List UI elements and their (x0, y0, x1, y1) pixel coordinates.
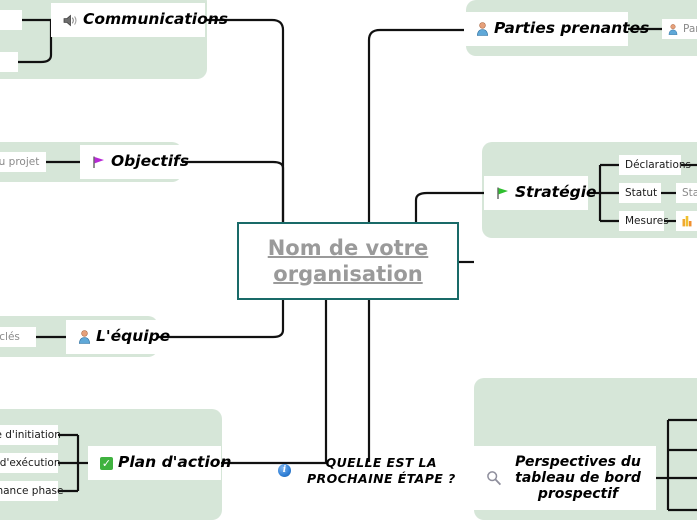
leaf-parties-prenantes-child-label: Par (683, 22, 697, 35)
leaf-communications-child-1[interactable] (0, 10, 22, 30)
node-perspectives[interactable]: Perspectives du tableau de bord prospect… (474, 446, 656, 510)
leaf-strategie-statut-child[interactable]: Sta (676, 183, 697, 203)
node-strategie[interactable]: Stratégie (484, 176, 597, 210)
magnifier-icon (486, 470, 502, 486)
node-equipe-label: L'équipe (96, 327, 171, 346)
leaf-plan-action-child-1-label: se d'initiation (0, 428, 61, 441)
speaker-icon (63, 14, 78, 27)
central-node-text: Nom de votre organisation (268, 235, 429, 288)
node-prochaine-etape-line-1: QUELLE EST LA (325, 455, 437, 470)
bar-chart-icon (682, 215, 692, 227)
node-prochaine-etape-line-2: PROCHAINE ÉTAPE ? (307, 470, 456, 486)
node-communications[interactable]: Communications (51, 3, 228, 37)
leaf-plan-action-child-2[interactable]: e d'exécution (0, 453, 61, 473)
central-line-2: organisation (273, 262, 423, 286)
leaf-objectifs-child-label: du projet (0, 155, 40, 168)
node-objectifs-label: Objectifs (111, 152, 189, 171)
leaf-parties-prenantes-child[interactable]: Par (662, 19, 697, 39)
leaf-plan-action-child-3-label: enance phase (0, 484, 64, 497)
leaf-strategie-declarations-label: Déclarations (625, 158, 692, 171)
node-plan-action-label: Plan d'action (118, 453, 232, 472)
person-icon (476, 22, 489, 36)
leaf-strategie-mesures-child[interactable] (676, 211, 697, 231)
node-perspectives-line-3: prospectif (537, 486, 619, 503)
leaf-strategie-declarations[interactable]: Déclarations (619, 155, 691, 175)
leaf-plan-action-child-1[interactable]: se d'initiation (0, 425, 61, 445)
node-perspectives-line-2: tableau de bord (515, 469, 641, 486)
person-icon (668, 23, 678, 35)
info-icon: i (278, 464, 291, 478)
node-communications-label: Communications (83, 10, 228, 29)
leaf-equipe-child[interactable]: es clés (0, 327, 36, 347)
leaf-equipe-child-label: es clés (0, 330, 20, 343)
leaf-plan-action-child-2-label: e d'exécution (0, 456, 61, 469)
node-prochaine-etape[interactable]: i QUELLE EST LA PROCHAINE ÉTAPE ? (278, 455, 456, 486)
leaf-strategie-statut-child-label: Sta (682, 186, 697, 199)
leaf-communications-child-2[interactable] (0, 52, 18, 72)
node-perspectives-label: Perspectives du tableau de bord prospect… (512, 454, 644, 502)
leaf-strategie-statut-label: Statut (625, 186, 658, 199)
flag-icon (92, 155, 106, 169)
leaf-objectifs-child[interactable]: du projet (0, 152, 46, 172)
node-objectifs[interactable]: Objectifs (80, 145, 189, 179)
node-strategie-label: Stratégie (515, 183, 597, 202)
node-parties-prenantes[interactable]: Parties prenantes (464, 12, 649, 46)
node-parties-prenantes-label: Parties prenantes (494, 19, 650, 38)
leaf-strategie-statut[interactable]: Statut (619, 183, 661, 203)
node-perspectives-line-1: Perspectives du (515, 453, 641, 470)
node-prochaine-etape-label: QUELLE EST LA PROCHAINE ÉTAPE ? (307, 455, 456, 486)
flag-icon (496, 186, 510, 200)
leaf-strategie-mesures[interactable]: Mesures (619, 211, 669, 231)
central-line-1: Nom de votre (267, 235, 429, 260)
person-icon (78, 330, 91, 344)
leaf-strategie-mesures-label: Mesures (625, 214, 669, 227)
check-icon: ✓ (100, 456, 113, 470)
leaf-plan-action-child-3[interactable]: enance phase (0, 481, 63, 501)
central-node[interactable]: Nom de votre organisation (237, 222, 459, 300)
node-equipe[interactable]: L'équipe (66, 320, 170, 354)
node-plan-action[interactable]: ✓ Plan d'action (88, 446, 231, 480)
